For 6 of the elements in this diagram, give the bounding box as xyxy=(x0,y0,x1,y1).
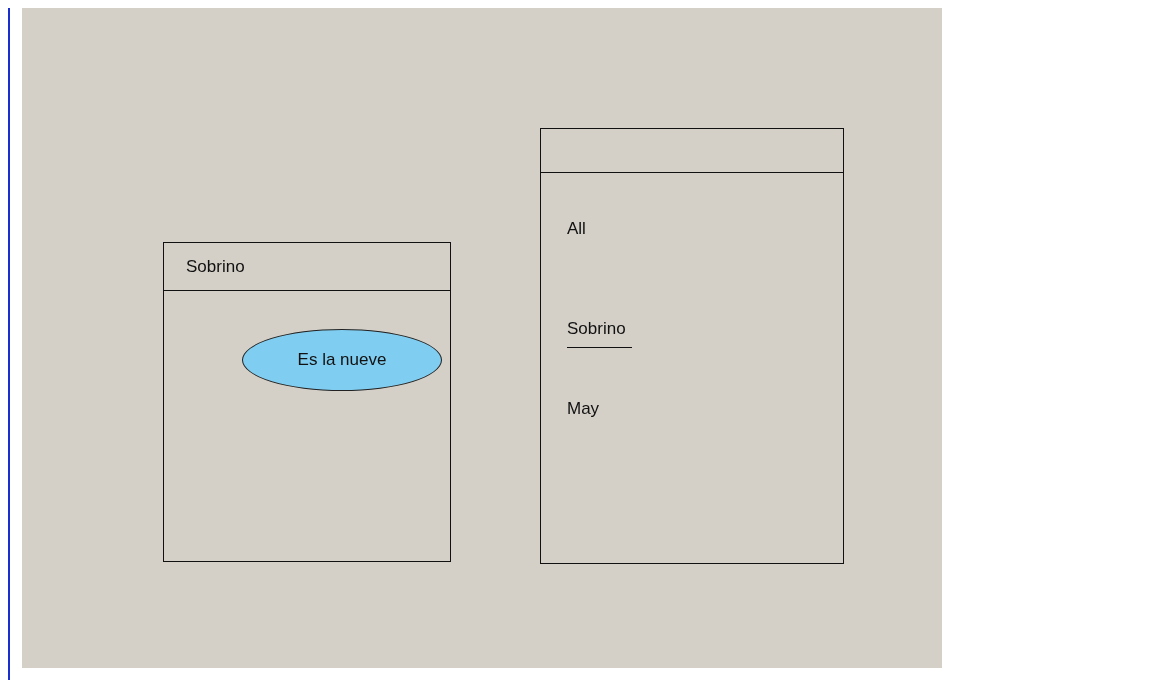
list-text: May xyxy=(567,399,600,419)
underlined-text: Sobrino xyxy=(567,319,632,348)
list-text: All xyxy=(567,219,586,239)
panel-header: Sobrino xyxy=(164,243,450,291)
panel xyxy=(163,242,451,562)
panel xyxy=(540,128,844,564)
